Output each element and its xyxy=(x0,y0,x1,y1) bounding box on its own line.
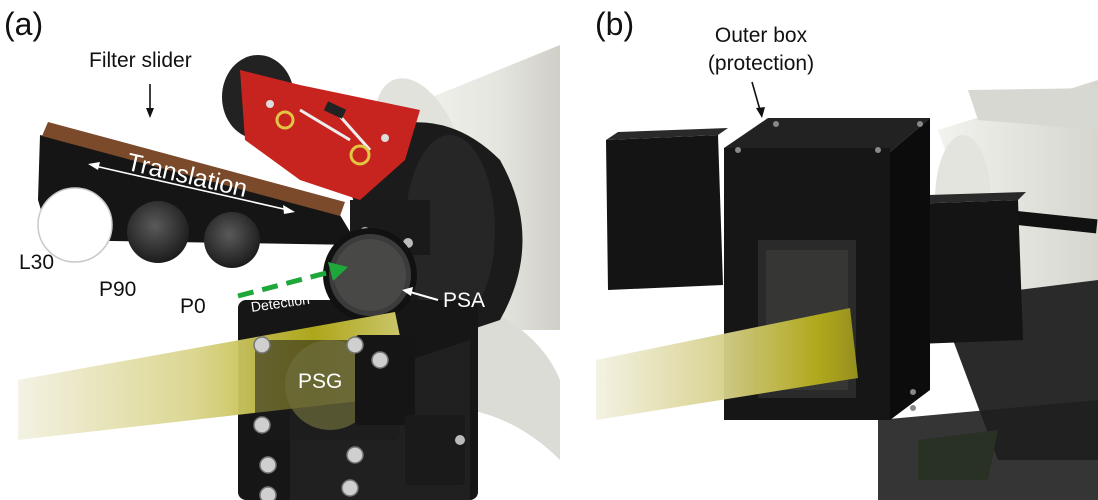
p0-label: P0 xyxy=(180,295,206,318)
panel-a: (a) Filter slider Translation L30 P90 P0… xyxy=(4,6,560,500)
psa-label: PSA xyxy=(443,289,486,312)
annotation-arrows xyxy=(146,84,439,301)
detection-arrow xyxy=(237,262,348,299)
light-beam xyxy=(596,308,858,420)
filter-slider xyxy=(37,122,430,268)
outer-box-arrow xyxy=(751,81,765,118)
panel-letter-b: (b) xyxy=(595,6,635,42)
panel-a-rendering xyxy=(18,45,560,500)
p90-label: P90 xyxy=(99,278,137,301)
psg-block xyxy=(253,335,465,500)
pcb-board xyxy=(222,55,420,200)
outer-box-label-line1: Outer box xyxy=(714,24,808,47)
filter-slider-label: Filter slider xyxy=(89,49,192,72)
outer-box-label-line2: (protection) xyxy=(707,52,815,75)
panel-b: (b) Outer box (protection) xyxy=(578,0,1098,500)
panel-b-rendering xyxy=(596,80,1098,500)
l30-label: L30 xyxy=(19,251,55,274)
psg-label: PSG xyxy=(298,370,343,393)
panel-letter-a: (a) xyxy=(4,6,44,42)
